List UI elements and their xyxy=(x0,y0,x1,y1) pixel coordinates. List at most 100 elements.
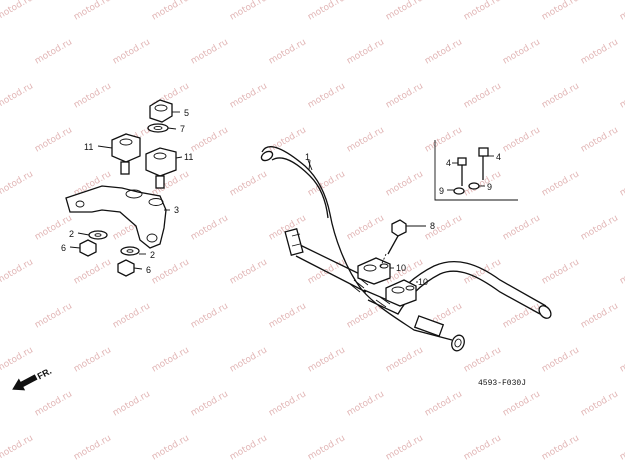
watermark-text: motod.ru xyxy=(72,433,113,462)
watermark-text: motod.ru xyxy=(0,169,35,198)
handlebar-holder-lower-left[interactable] xyxy=(111,133,141,175)
label-8: 8 xyxy=(430,221,435,231)
watermark-text: motod.ru xyxy=(72,81,113,110)
label-5: 5 xyxy=(184,108,189,118)
watermark-text: motod.ru xyxy=(618,0,625,23)
watermark-text: motod.ru xyxy=(384,81,425,110)
watermark-text: motod.ru xyxy=(189,301,230,330)
bolt-right[interactable] xyxy=(478,147,489,180)
watermark-text: motod.ru xyxy=(462,81,503,110)
bolt-left[interactable] xyxy=(457,157,467,186)
nut-left[interactable] xyxy=(79,239,97,257)
diagram-code: 4593-F030J xyxy=(478,379,526,388)
watermark-text: motod.ru xyxy=(306,345,347,374)
watermark-text: motod.ru xyxy=(306,81,347,110)
front-direction-indicator: FR. xyxy=(12,366,53,391)
label-11-left: 11 xyxy=(84,142,93,152)
watermark-text: motod.ru xyxy=(579,389,620,418)
part-labels: 5 7 11 11 3 2 2 6 6 1 8 10 10 4 4 9 9 xyxy=(61,108,501,287)
watermark-text: motod.ru xyxy=(579,125,620,154)
watermark-text: motod.ru xyxy=(189,213,230,242)
watermark-text: motod.ru xyxy=(189,125,230,154)
handlebar-holder-upper-right[interactable] xyxy=(385,279,417,307)
watermark-text: motod.ru xyxy=(267,37,308,66)
arrow-icon xyxy=(12,374,38,391)
watermark-text: motod.ru xyxy=(228,433,269,462)
watermark-text: motod.ru xyxy=(384,345,425,374)
watermark-text: motod.ru xyxy=(579,213,620,242)
watermark-text: motod.ru xyxy=(345,389,386,418)
watermark-text: motod.ru xyxy=(0,81,35,110)
label-2-left: 2 xyxy=(69,229,74,239)
watermark-text: motod.ru xyxy=(618,433,625,462)
nut-top[interactable] xyxy=(149,99,173,123)
watermark-text: motod.ru xyxy=(0,433,35,462)
watermark-text: motod.ru xyxy=(384,0,425,23)
watermark-text: motod.ru xyxy=(540,169,581,198)
label-4-left: 4 xyxy=(446,158,451,168)
watermark-text: motod.ru xyxy=(345,37,386,66)
watermark-text: motod.ru xyxy=(189,37,230,66)
label-1: 1 xyxy=(305,152,310,162)
label-3: 3 xyxy=(174,205,179,215)
watermark-text: motod.ru xyxy=(345,125,386,154)
washer-small-left[interactable] xyxy=(453,187,465,195)
watermark-text: motod.ru xyxy=(423,389,464,418)
watermark-text: motod.ru xyxy=(111,37,152,66)
watermark-text: motod.ru xyxy=(228,345,269,374)
label-4-right: 4 xyxy=(496,152,501,162)
bolt-center[interactable] xyxy=(379,219,407,269)
watermark-text: motod.ru xyxy=(189,389,230,418)
watermark-text: motod.ru xyxy=(306,433,347,462)
watermark-text: motod.ru xyxy=(501,37,542,66)
watermark-text: motod.ru xyxy=(501,389,542,418)
watermark-text: motod.ru xyxy=(462,345,503,374)
watermark-text: motod.ru xyxy=(33,213,74,242)
watermark-text: motod.ru xyxy=(0,0,35,23)
watermark-text: motod.ru xyxy=(618,81,625,110)
watermark-text: motod.ru xyxy=(540,257,581,286)
watermark-text: motod.ru xyxy=(423,37,464,66)
label-6-left: 6 xyxy=(61,243,66,253)
watermark-text: motod.ru xyxy=(72,257,113,286)
watermark-text: motod.ru xyxy=(111,389,152,418)
handlebar-bracket[interactable] xyxy=(65,185,167,249)
watermark-text: motod.ru xyxy=(33,125,74,154)
watermark-text: motod.ru xyxy=(618,257,625,286)
watermark-text: motod.ru xyxy=(111,301,152,330)
label-9-left: 9 xyxy=(439,186,444,196)
watermark-text: motod.ru xyxy=(150,257,191,286)
label-11-right: 11 xyxy=(184,152,193,162)
watermark-text: motod.ru xyxy=(540,433,581,462)
watermark-text: motod.ru xyxy=(150,433,191,462)
watermark-text: motod.ru xyxy=(228,169,269,198)
watermark-text: motod.ru xyxy=(462,433,503,462)
watermark-text: motod.ru xyxy=(267,389,308,418)
watermark-text: motod.ru xyxy=(423,125,464,154)
watermark-text: motod.ru xyxy=(228,257,269,286)
label-7: 7 xyxy=(180,124,185,134)
washer-rear[interactable] xyxy=(120,246,140,256)
washer-lower[interactable] xyxy=(88,230,108,240)
washer-small-right[interactable] xyxy=(468,182,480,190)
watermark-text: motod.ru xyxy=(540,345,581,374)
watermark-text: motod.ru xyxy=(267,125,308,154)
watermark-text: motod.ru xyxy=(306,0,347,23)
washer-top[interactable] xyxy=(147,123,169,133)
watermark-text: motod.ru xyxy=(150,0,191,23)
handlebar-holder-lower-right[interactable] xyxy=(145,147,177,189)
watermark-text: motod.ru xyxy=(540,0,581,23)
watermark-text: motod.ru xyxy=(33,301,74,330)
watermark-text: motod.ru xyxy=(579,37,620,66)
watermark-text: motod.ru xyxy=(462,0,503,23)
watermark-text: motod.ru xyxy=(540,81,581,110)
leader-lines xyxy=(69,111,494,283)
nut-right[interactable] xyxy=(117,259,135,277)
direction-label: FR. xyxy=(36,366,53,382)
handlebar-holder-upper-left[interactable] xyxy=(357,257,391,285)
label-10-right: 10 xyxy=(418,277,428,287)
watermark-text: motod.ru xyxy=(267,301,308,330)
watermark-text: motod.ru xyxy=(618,169,625,198)
watermark-text: motod.ru xyxy=(345,213,386,242)
label-10-left: 10 xyxy=(396,263,406,273)
